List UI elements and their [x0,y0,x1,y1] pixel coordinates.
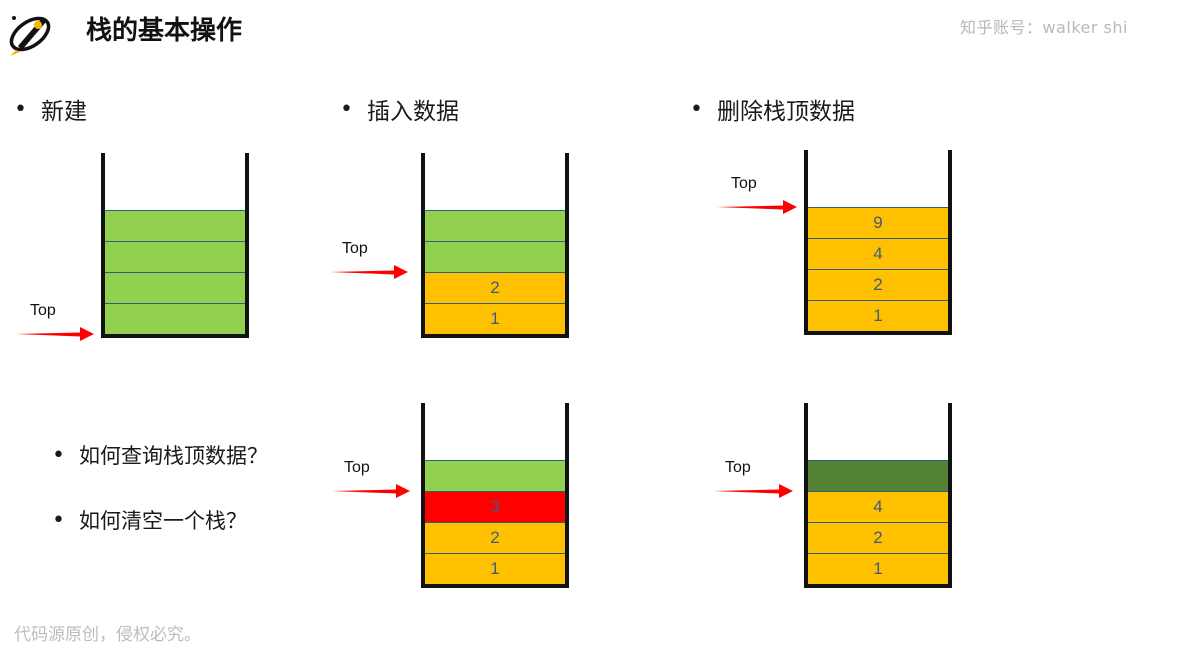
stack-cell: 9 [808,207,948,238]
bullet-icon: • [52,507,65,533]
section-delete-top-label: 删除栈顶数据 [716,99,855,125]
top-pointer-label: Top [342,240,368,257]
stack-cell [425,460,565,491]
question-query-top: • 如何查询栈顶数据？ [52,440,268,470]
top-pointer: Top [16,302,98,344]
stack-cell [105,303,245,334]
stack-right-wall [948,403,952,588]
stack-cell: 1 [425,303,565,334]
stack-right-wall [565,153,569,338]
stack-cell: 2 [808,269,948,300]
top-pointer: Top [330,240,412,282]
section-delete-top: • 删除栈顶数据 [690,92,855,126]
watermark: 知乎账号：walker shi [960,18,1128,37]
top-pointer-label: Top [30,302,56,319]
stack-cell [808,460,948,491]
stack-cell: 2 [808,522,948,553]
stack-cell: 3 [425,491,565,522]
stack-cell: 2 [425,522,565,553]
section-new-label: 新建 [40,99,87,125]
arrow-right-icon [713,484,793,498]
section-insert-label: 插入数据 [366,99,459,125]
stack-cell: 1 [425,553,565,584]
question-clear-stack-label: 如何清空一个栈？ [78,509,247,533]
stack-base [421,584,569,588]
bullet-icon: • [340,96,353,122]
bullet-icon: • [52,442,65,468]
stack-cell: 4 [808,238,948,269]
stack-left-wall [804,150,808,335]
stack-base [421,334,569,338]
stack-right-wall [565,403,569,588]
rocket-orbit-logo-icon [9,16,51,56]
bullet-icon: • [690,96,703,122]
stack-base [101,334,249,338]
stack-cell [105,272,245,303]
stack-right-wall [948,150,952,335]
top-pointer: Top [332,459,414,501]
stack-cell [425,241,565,272]
question-query-top-label: 如何查询栈顶数据？ [78,444,268,468]
top-pointer: Top [713,459,797,501]
arrow-right-icon [16,327,94,341]
top-pointer-label: Top [725,459,751,476]
stack-base [804,584,952,588]
stack-new [105,153,245,338]
arrow-right-icon [717,200,797,214]
stack-left-wall [804,403,808,588]
arrow-right-icon [330,265,408,279]
stack-base [804,331,952,335]
top-pointer-label: Top [731,175,757,192]
stack-cell: 2 [425,272,565,303]
question-clear-stack: • 如何清空一个栈？ [52,505,247,535]
top-pointer: Top [717,175,801,217]
stack-left-wall [101,153,105,338]
stack-left-wall [421,403,425,588]
top-pointer-label: Top [344,459,370,476]
stack-cell: 1 [808,300,948,331]
section-insert: • 插入数据 [340,92,459,126]
stack-cell [105,241,245,272]
stack-right-wall [245,153,249,338]
stack-cell: 1 [808,553,948,584]
stack-left-wall [421,153,425,338]
bullet-icon: • [14,96,27,122]
stack-cell [425,210,565,241]
page-title: 栈的基本操作 [86,16,243,46]
footer-copyright: 代码源原创，侵权必究。 [14,625,201,645]
stack-cell [105,210,245,241]
section-new: • 新建 [14,92,87,126]
stack-cell: 4 [808,491,948,522]
arrow-right-icon [332,484,410,498]
